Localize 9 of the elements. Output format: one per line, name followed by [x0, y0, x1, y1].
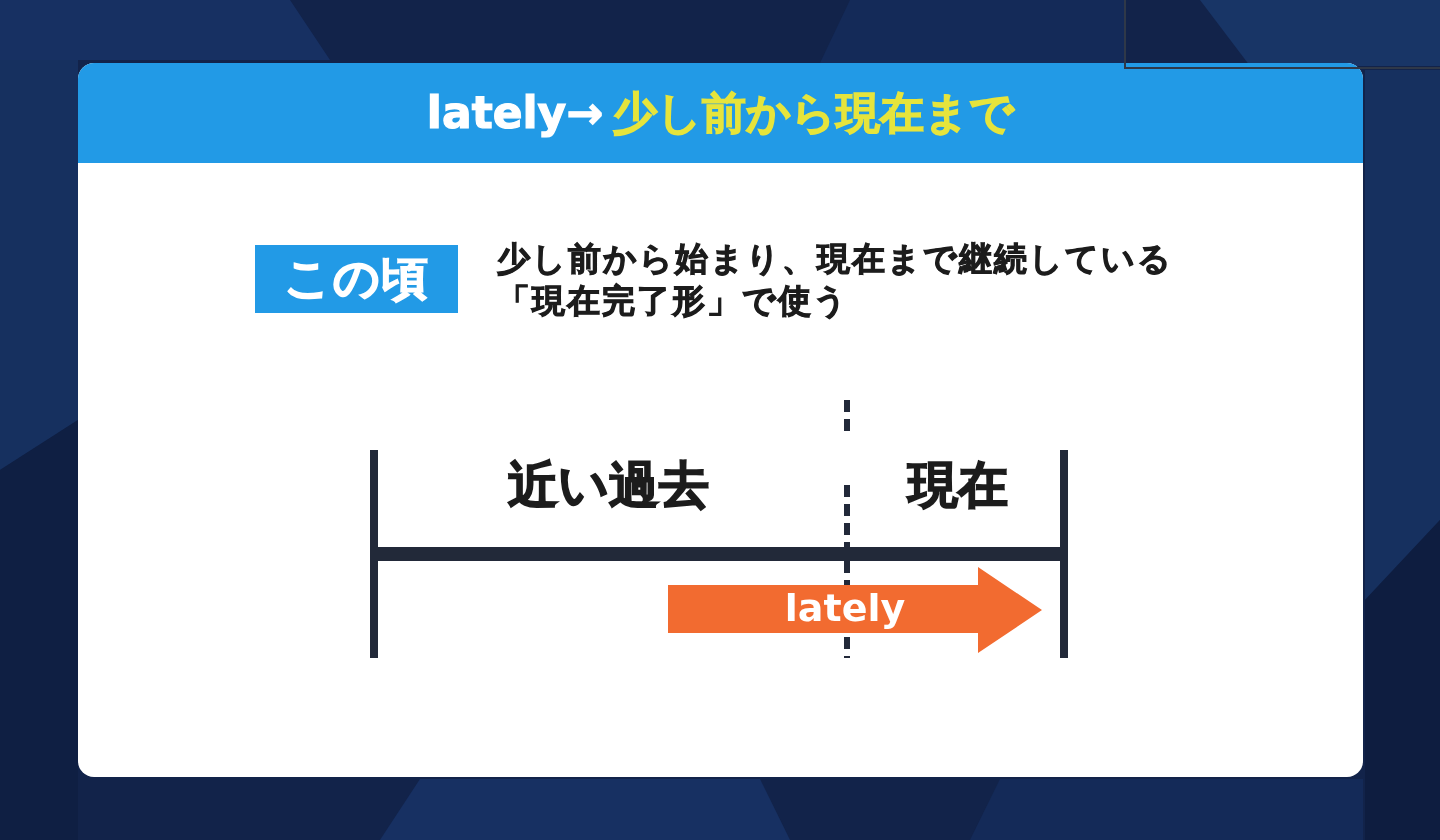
description-text: 少し前から始まり、現在まで継続している「現在完了形」で使う	[497, 238, 1174, 322]
period-label: 現在	[908, 455, 1008, 515]
arrow-label: lately	[784, 586, 906, 630]
heading-keyword: lately→	[426, 87, 604, 139]
header-band	[78, 63, 1363, 163]
period-label: 近い過去	[507, 455, 709, 515]
heading-text: 少し前から現在まで	[613, 87, 1015, 139]
keyword-tag: この頃	[255, 245, 458, 313]
arrow-shape	[668, 567, 1042, 653]
